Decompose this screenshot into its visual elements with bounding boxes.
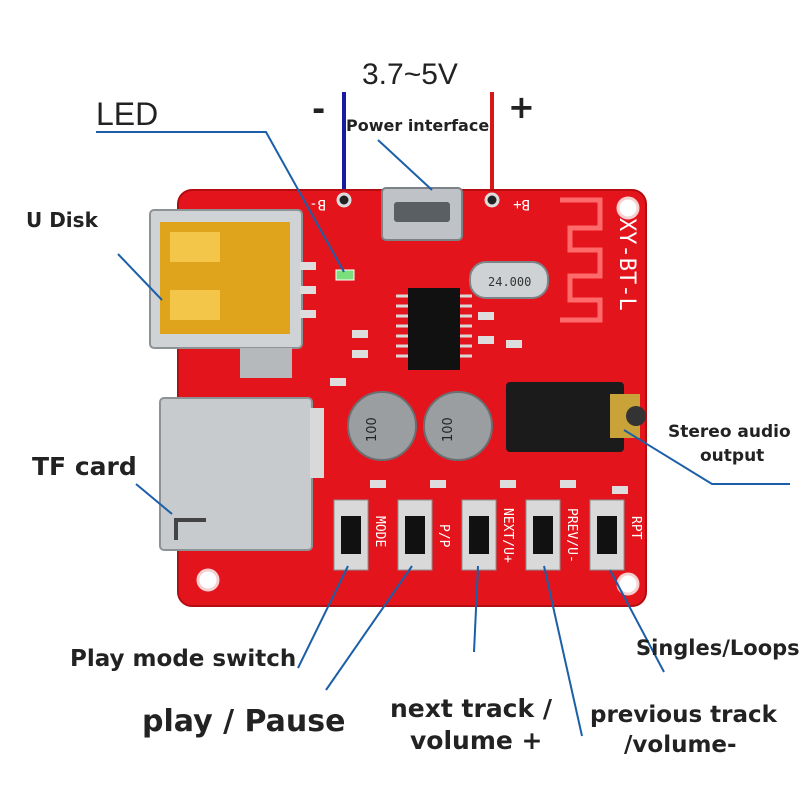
main-ic: [408, 288, 460, 370]
callout-tfcard-label: TF card: [32, 452, 137, 481]
capacitor-2: [423, 391, 493, 461]
ic-pins: [396, 294, 472, 358]
tf-card-slot: [159, 397, 313, 551]
callout-led-label: LED: [96, 96, 159, 132]
usb-a-tab: [240, 348, 292, 378]
callout-udisk: [117, 253, 163, 301]
audio-jack-hole: [626, 406, 646, 426]
minus-sign: -: [312, 90, 326, 128]
callout-next-label-2: volume +: [410, 726, 543, 755]
callout-prev: [543, 565, 583, 737]
callout-singles: [609, 569, 665, 673]
callout-next: [473, 565, 479, 653]
plus-sign: +: [508, 88, 535, 126]
usb-a-pin: [170, 232, 220, 262]
callout-stereo-label-2: output: [700, 446, 765, 466]
callout-lines: [96, 131, 790, 737]
mount-hole: [616, 196, 640, 220]
callout-play-mode: [297, 565, 349, 669]
smd-components: [300, 262, 628, 494]
button-silkscreen: MODE P/P NEXT/U+ PREV/U- RPT: [372, 508, 643, 563]
b-plus-label: B+: [513, 196, 530, 212]
callout-next-label-1: next track /: [390, 694, 552, 723]
b-minus-label: B-: [309, 196, 326, 212]
callout-prev-label-2: /volume-: [624, 732, 737, 758]
audio-jack: [506, 382, 624, 452]
silk-prev: PREV/U-: [564, 508, 579, 563]
micro-usb-opening: [394, 202, 450, 222]
callout-power-label: Power interface: [346, 116, 490, 135]
voltage-label: 3.7~5V: [362, 58, 458, 91]
callout-play-pause-label: play / Pause: [142, 704, 346, 739]
callout-play-mode-label: Play mode switch: [70, 646, 297, 672]
usb-a-pin: [170, 290, 220, 320]
b-minus-pad: [336, 192, 352, 208]
callout-tfcard: [135, 483, 173, 515]
silk-mode: MODE: [372, 516, 387, 547]
callout-prev-label-1: previous track: [590, 702, 777, 728]
callout-stereo-label-1: Stereo audio: [668, 422, 791, 442]
callout-singles-label: Singles/Loops: [636, 636, 800, 660]
silk-pp: P/P: [436, 524, 451, 548]
tf-latch: [174, 518, 206, 540]
b-plus-pad: [484, 192, 500, 208]
crystal-oscillator: [469, 261, 549, 299]
model-label: XY-BT-L: [614, 218, 639, 311]
silk-next: NEXT/U+: [500, 508, 515, 563]
callout-power: [377, 139, 433, 191]
cap2-line1: 100: [441, 417, 456, 442]
tf-pins: [310, 408, 324, 478]
cap1-line1: 100: [365, 417, 380, 442]
callout-stereo: [623, 429, 790, 485]
tact-buttons: [333, 499, 625, 571]
bt-antenna: [560, 197, 603, 323]
callout-led: [96, 131, 345, 273]
crystal-label: 24.000: [488, 275, 531, 289]
callout-udisk-label: U Disk: [26, 208, 98, 232]
mount-hole: [196, 568, 220, 592]
silk-rpt: RPT: [628, 516, 643, 540]
callout-play-pause: [325, 565, 413, 691]
capacitor-1: [347, 391, 417, 461]
led-component: [335, 269, 355, 281]
